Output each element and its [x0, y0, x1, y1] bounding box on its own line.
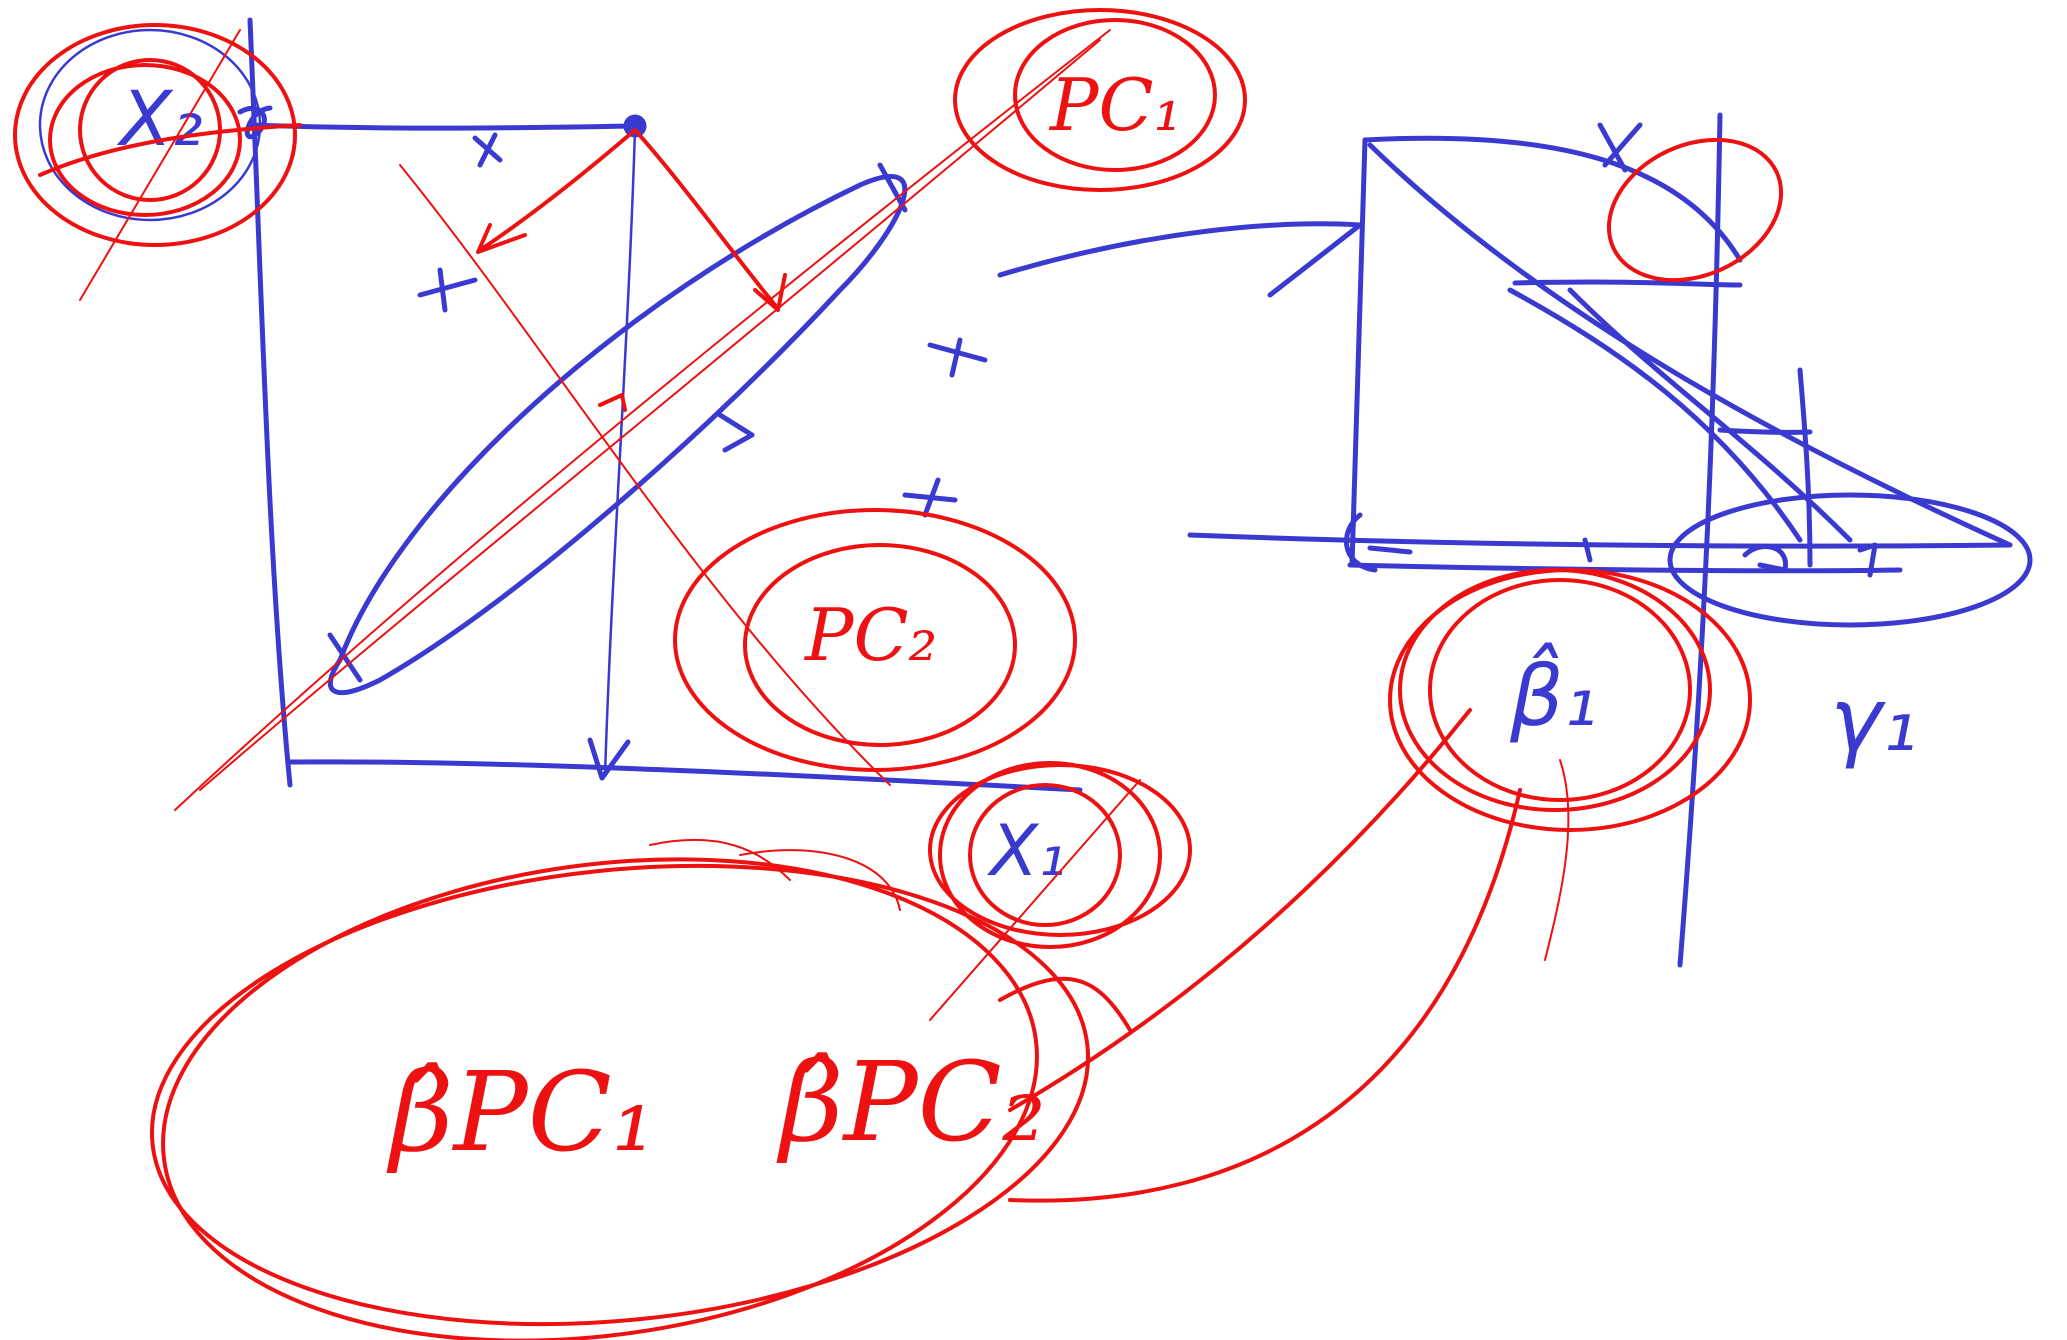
connector-to-beta-hat-1-lower [1010, 790, 1520, 1201]
beta-hat-1-label: β̂₁ [1509, 642, 1597, 745]
pc1-vector [635, 130, 775, 305]
pc1-label: PC₁ [1048, 63, 1182, 147]
scatter-point [930, 340, 985, 375]
scatter-point [420, 270, 475, 310]
left-frame-inner-vertical [605, 130, 635, 775]
right-frame-left [1352, 140, 1365, 565]
pc2-vector-head [478, 225, 525, 252]
pc2-vector [480, 130, 635, 250]
scatter-points [420, 135, 985, 515]
right-frame-bottom [1190, 535, 2010, 546]
ellipse-end-tick-top [880, 165, 905, 210]
pc2-label: PC₂ [803, 593, 937, 677]
pc1-vector-head [755, 275, 785, 310]
scatter-point [905, 480, 955, 515]
gamma1-label: γ₁ [1830, 668, 1917, 771]
pc2-label-group: PC₂ [675, 510, 1075, 770]
left-frame-top [250, 125, 635, 128]
beta-pc-group: β̂PC₁ β̂PC₂ [129, 710, 1520, 1340]
regression-projection-diagram [1000, 115, 2030, 965]
left-frame-bottom [290, 762, 1080, 790]
right-frame-top [1365, 138, 1740, 260]
scatter-point [720, 415, 752, 450]
mid-horizontal [1720, 430, 1810, 432]
pc2-axis-line [400, 165, 890, 785]
left-frame-bottom-tick [590, 740, 628, 778]
pc1-axis-line-2 [200, 40, 1100, 790]
top-x-mark [1600, 125, 1640, 170]
right-vertical-2 [1800, 370, 1810, 565]
upper-horizontal [1515, 282, 1740, 285]
beta-hat-pc1-label: β̂PC₁ [386, 1048, 656, 1176]
x2-label: X₂ [116, 74, 203, 163]
scatter-point [475, 135, 500, 165]
right-frame-bottom-2 [1350, 565, 1900, 571]
gamma-region-ellipse [1670, 495, 2030, 625]
beta-hat-1-tail [1545, 760, 1568, 960]
right-vertical [1680, 115, 1720, 965]
projection-arrow [1000, 224, 1360, 295]
origin-point [625, 116, 645, 136]
right-corner-tick [1745, 547, 1786, 570]
